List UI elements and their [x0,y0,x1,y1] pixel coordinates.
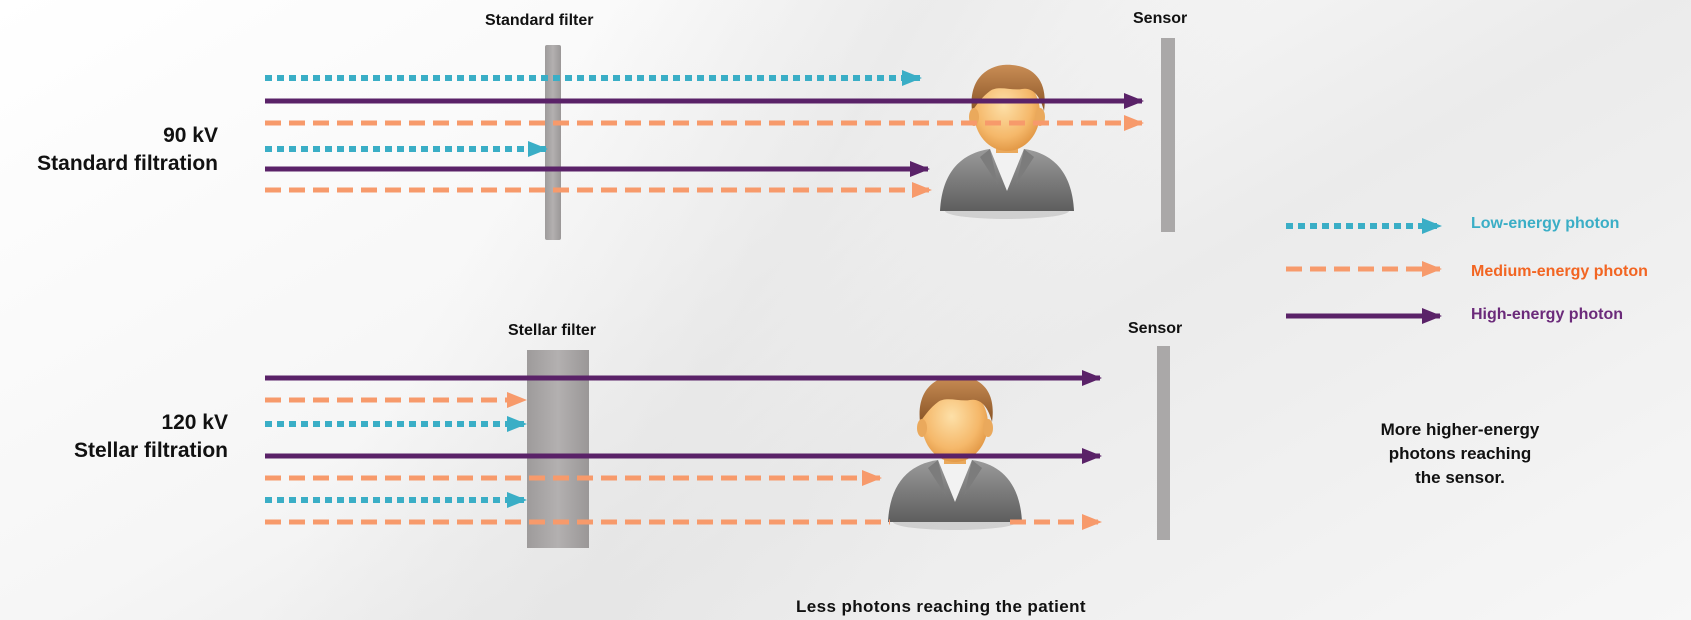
legend-medium-label: Medium-energy photon [1471,263,1648,280]
patient-icon [888,375,1022,530]
patient-icon [940,64,1074,219]
stellar-filter [527,350,589,548]
legend-low-label: Low-energy photon [1471,215,1620,232]
footer-caption: Less photons reaching the patient [796,597,1086,616]
sensor-top [1161,38,1175,232]
bottom-kv-block: 120 kV Stellar filtration [0,409,228,465]
sensor-note-line-2: photons reaching [1388,444,1532,463]
top-kv-label: 90 kV [163,124,218,147]
standard-filter-label: Standard filter [485,12,594,29]
sensor-label-top: Sensor [1133,10,1188,27]
sensor-label-bottom: Sensor [1128,320,1183,337]
sensor-note-line-1: More higher-energy [1380,420,1540,439]
bottom-filtration-label: Stellar filtration [73,439,228,462]
top-kv-block: 90 kV Standard filtration [0,122,218,178]
legend-high-label: High-energy photon [1471,306,1623,323]
sensor-note: More higher-energy photons reaching the … [1340,418,1580,490]
top-filtration-label: Standard filtration [37,152,218,175]
sensor-bottom [1157,346,1170,540]
sensor-note-line-3: the sensor. [1415,468,1505,487]
stellar-filter-label: Stellar filter [508,322,597,339]
standard-filter [545,45,561,240]
bottom-kv-label: 120 kV [161,411,228,434]
